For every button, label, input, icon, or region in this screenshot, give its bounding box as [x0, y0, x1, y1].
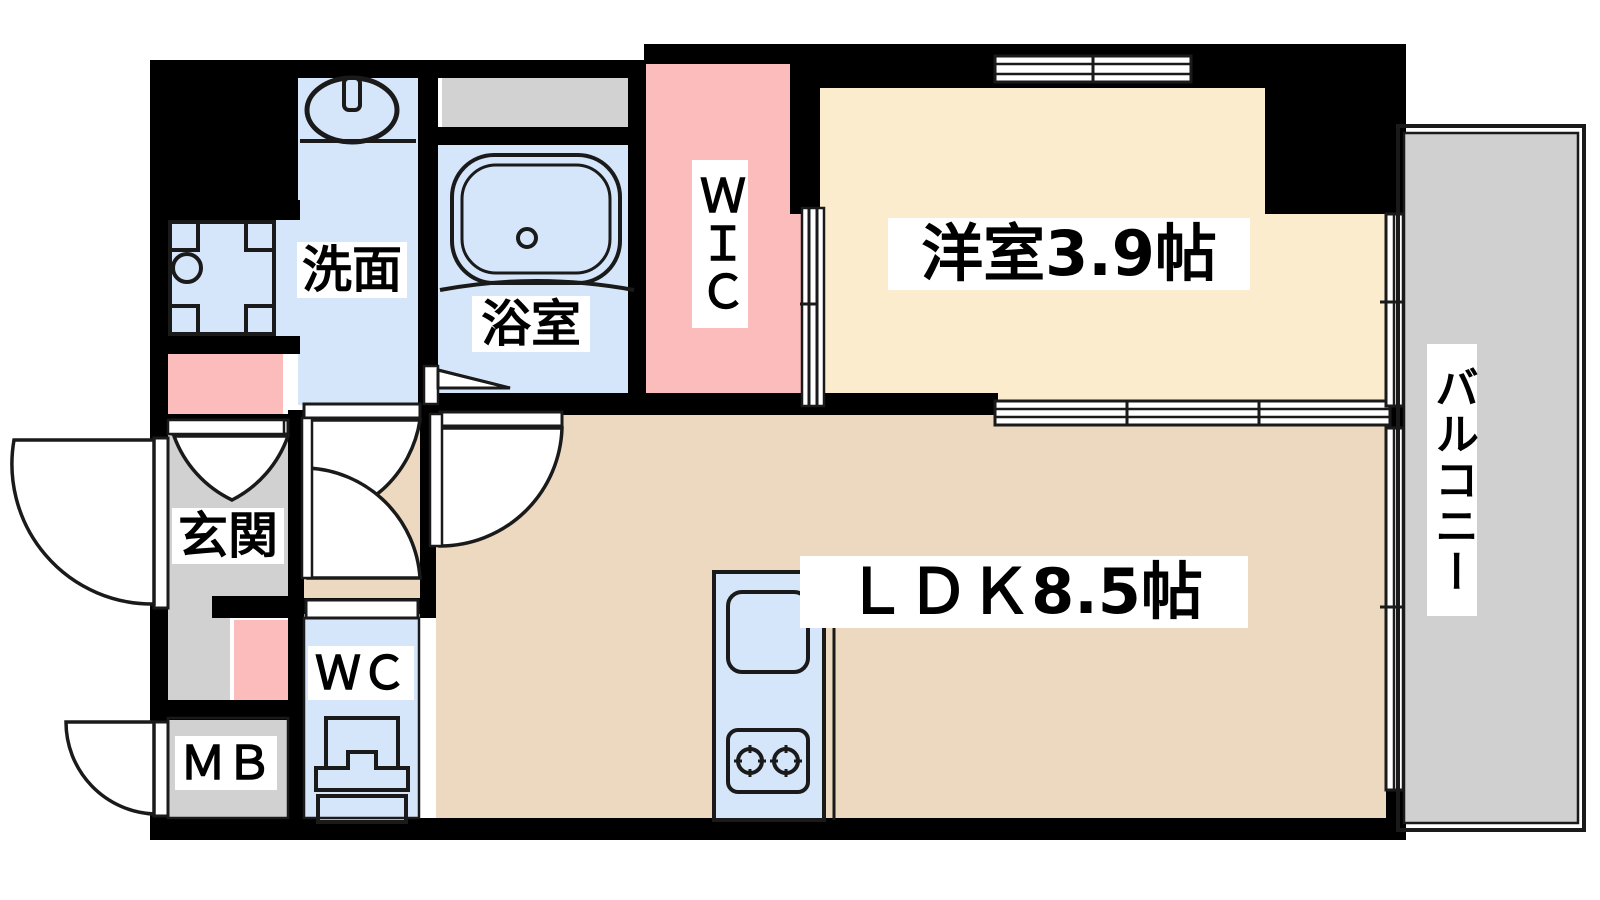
washroom-corridor-panel — [304, 598, 420, 620]
room-fill-washroom — [298, 62, 418, 405]
room-label-wic: ＷＩＣ — [692, 160, 748, 328]
wall-corridor-left — [288, 410, 304, 418]
mb-door — [64, 720, 170, 818]
room-outlines — [166, 616, 421, 820]
wall-washer-top — [150, 200, 300, 220]
washroom-door — [300, 402, 423, 580]
walls — [150, 44, 1406, 840]
wall-washer-bottom — [150, 336, 300, 354]
ldk-door — [428, 410, 564, 548]
closet-pink-lower — [234, 620, 292, 705]
wall-bottom — [150, 818, 1406, 840]
wall-above-bath-top — [438, 62, 636, 78]
room-label-wc: ＷＣ — [308, 646, 414, 700]
wall-top-notch — [1265, 60, 1406, 214]
room-fill-entrance — [165, 432, 288, 712]
wall-top-left-block — [150, 60, 298, 218]
room-label-mb: ＭＢ — [175, 736, 277, 790]
kitchen-sink-icon — [726, 590, 810, 674]
wall-wc-left — [288, 612, 304, 823]
room-label-balcony: バルコニー — [1427, 344, 1478, 616]
openings — [10, 54, 1416, 818]
alcove-above-bath — [442, 77, 628, 127]
fixtures — [168, 75, 836, 824]
balcony-outline — [1396, 124, 1586, 832]
bedroom-ldk-door — [993, 399, 1392, 427]
closet-pink-upper — [165, 348, 283, 420]
room-label-ldk: ＬＤＫ8.5帖 — [800, 556, 1248, 628]
room-label-bath: 浴室 — [472, 296, 590, 352]
gas-stove-icon — [726, 728, 810, 794]
wall-left-upper — [150, 60, 168, 432]
toilet-icon — [314, 716, 410, 824]
entrance-door — [10, 436, 170, 610]
closet-panel-top — [166, 418, 286, 436]
room-label-bedroom: 洋室3.9帖 — [888, 218, 1250, 290]
room-label-entrance: 玄関 — [172, 508, 284, 564]
wic-sliding-door — [800, 206, 826, 408]
wall-mb-top — [150, 700, 304, 720]
washbasin-icon — [300, 75, 416, 145]
bath-door — [422, 364, 511, 406]
wall-wic-left — [628, 60, 646, 405]
wall-corridor-right-low — [420, 598, 436, 618]
wall-above-bath-bottom — [438, 127, 636, 145]
wall-washroom-right — [418, 60, 438, 405]
wall-entrance-right — [288, 414, 304, 626]
wall-wic-right — [790, 44, 820, 214]
wall-top-strip-a — [150, 60, 440, 78]
wall-top-strip-c — [644, 44, 822, 64]
bathtub-icon — [439, 153, 635, 292]
washing-machine-icon — [168, 220, 276, 336]
wall-mid-horizontal — [418, 393, 998, 415]
room-label-washroom: 洗面 — [297, 242, 407, 298]
wall-entrance-step — [212, 596, 304, 618]
bedroom-north-window — [993, 54, 1193, 84]
